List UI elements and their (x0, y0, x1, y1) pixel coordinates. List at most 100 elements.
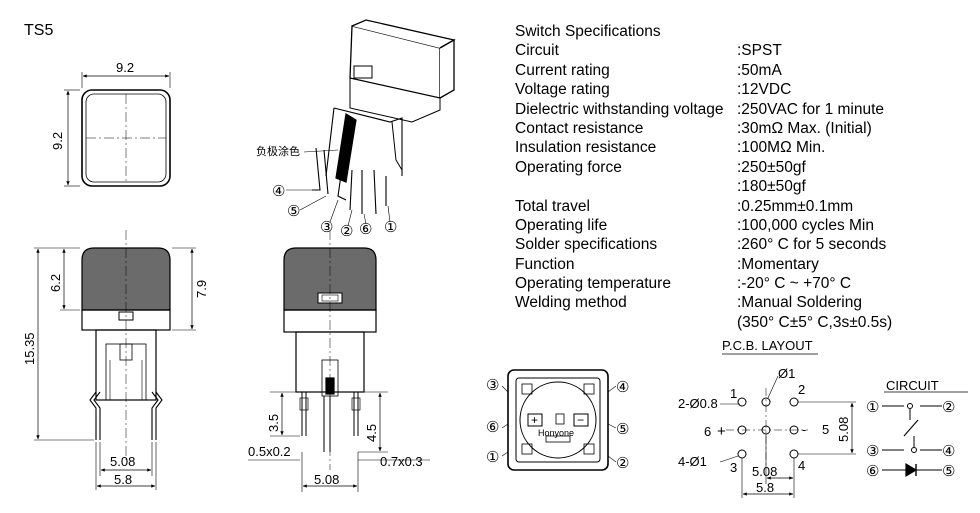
spec-value: :100MΩ Min. (737, 139, 826, 157)
dim-height: 9.2 (50, 132, 65, 150)
spec-row: Voltage rating :12VDC (515, 80, 975, 99)
pcb-dia-top: Ø1 (778, 366, 795, 381)
bv-pin-6: ⑥ (486, 419, 499, 436)
pcb-layout (719, 353, 856, 498)
spec-label: Total travel (515, 197, 590, 215)
pcb-dia-small: 2-Ø0.8 (678, 396, 718, 411)
spec-label: Operating temperature (515, 275, 671, 293)
bv-pin-5: ⑤ (616, 421, 629, 438)
spec-value: (350° C±5° C,3s±0.5s) (737, 313, 893, 331)
circuit-diagram (882, 391, 968, 478)
spec-label: Function (515, 255, 575, 273)
spec-label: Contact resistance (515, 119, 644, 137)
callout-1: ① (384, 219, 397, 236)
pcb-pin-6: 6 (704, 424, 711, 439)
side-view (248, 230, 430, 492)
spec-value: :-20° C ~ +70° C (737, 275, 852, 293)
pcb-pitch-v: 5.08 (836, 417, 851, 442)
callout-3: ③ (320, 219, 333, 236)
spec-value: :12VDC (737, 81, 792, 99)
spec-row: Operating temperature :-20° C ~ +70° C (515, 274, 975, 293)
callout-4: ④ (272, 183, 285, 200)
spec-label: Circuit (515, 42, 559, 60)
spec-row: :180±50gf (515, 177, 975, 196)
spec-value: :250VAC for 1 minute (737, 100, 885, 118)
dim-pitch-side: 5.08 (314, 472, 339, 487)
spec-row: Function :Momentary (515, 255, 975, 274)
brand-label: Honyone (538, 428, 574, 438)
bv-pin-2: ② (616, 455, 629, 472)
pcb-pin-2: 2 (798, 382, 805, 397)
bv-pin-4: ④ (616, 379, 629, 396)
model-name: TS5 (24, 22, 54, 39)
spec-value: :0.25mm±0.1mm (737, 197, 854, 215)
pcb-dia-large: 4-Ø1 (678, 454, 707, 469)
circuit-title: CIRCUIT (886, 378, 939, 393)
spec-value: :250±50gf (737, 158, 806, 176)
dim-pin-45: 4.5 (364, 424, 379, 442)
pcb-pitch-h1: 5.08 (752, 464, 777, 479)
cathode-note: 负极涂色 (256, 144, 300, 158)
spec-value: :50mA (737, 61, 782, 79)
spec-value: :Manual Soldering (737, 294, 862, 312)
spec-row: Circuit :SPST (515, 41, 975, 60)
spec-row: Total travel :0.25mm±0.1mm (515, 197, 975, 216)
pcb-pitch-h2: 5.8 (756, 480, 774, 495)
spec-value: :260° C for 5 seconds (737, 236, 887, 254)
callout-6: ⑥ (359, 221, 372, 238)
pcb-plus: + (717, 423, 726, 440)
spec-row: Dielectric withstanding voltage :250VAC f… (515, 100, 975, 119)
dim-width: 9.2 (116, 60, 134, 75)
spec-row: Operating force :250±50gf (515, 158, 975, 177)
pcb-pin-1: 1 (730, 386, 737, 401)
circuit-n2: ② (942, 399, 955, 416)
isometric-view (286, 19, 456, 227)
spec-value: :180±50gf (737, 178, 806, 196)
spec-row: (350° C±5° C,3s±0.5s) (515, 313, 975, 332)
spec-value: :Momentary (737, 255, 819, 273)
dim-pitch-508: 5.08 (110, 454, 135, 469)
spec-label: Insulation resistance (515, 139, 657, 157)
plus-sign: + (531, 413, 538, 427)
circuit-n3: ③ (866, 443, 879, 460)
pcb-pin-3: 3 (730, 460, 737, 475)
spec-value: :30mΩ Max. (Initial) (737, 119, 872, 137)
callout-2: ② (340, 223, 353, 240)
spec-label: Current rating (515, 61, 610, 79)
dim-pitch-58: 5.8 (114, 472, 132, 487)
front-view (34, 230, 196, 490)
top-view (64, 72, 171, 187)
dim-cap-height: 6.2 (48, 274, 63, 292)
bottom-view (501, 369, 617, 471)
spec-label: Operating force (515, 158, 622, 176)
pcb-title: P.C.B. LAYOUT (722, 338, 813, 353)
spec-value: :SPST (737, 42, 782, 60)
pcb-minus: - (802, 422, 806, 437)
circuit-n5: ⑤ (942, 463, 955, 480)
dim-pin-35: 3.5 (266, 414, 281, 432)
pcb-pin-5: 5 (822, 422, 829, 437)
dim-pin-07x03: 0.7x0.3 (380, 454, 423, 469)
spec-row: Insulation resistance :100MΩ Min. (515, 138, 975, 157)
spec-label: Dielectric withstanding voltage (515, 100, 724, 118)
bv-pin-3: ③ (486, 377, 499, 394)
spec-label: Welding method (515, 294, 627, 312)
spec-row: Current rating :50mA (515, 61, 975, 80)
spec-label: Voltage rating (515, 81, 610, 99)
circuit-n6: ⑥ (866, 463, 879, 480)
callout-5: ⑤ (287, 203, 300, 220)
spec-value: :100,000 cycles Min (737, 216, 874, 234)
dim-pin-05x02: 0.5x0.2 (248, 444, 291, 459)
dim-total-height: 15.35 (22, 332, 37, 365)
minus-sign: − (577, 413, 584, 427)
bv-pin-1: ① (486, 449, 499, 466)
spec-row: Operating life:100,000 cycles Min (515, 216, 975, 235)
spec-table: Switch Specifications Circuit :SPST Curre… (515, 22, 975, 332)
pcb-pin-4: 4 (798, 458, 805, 473)
spec-row: Solder specifications:260° C for 5 secon… (515, 235, 975, 254)
spec-row: Contact resistance :30mΩ Max. (Initial) (515, 119, 975, 138)
circuit-n1: ① (866, 399, 879, 416)
spec-title: Switch Specifications (515, 23, 661, 40)
dim-body-height: 7.9 (194, 280, 209, 298)
